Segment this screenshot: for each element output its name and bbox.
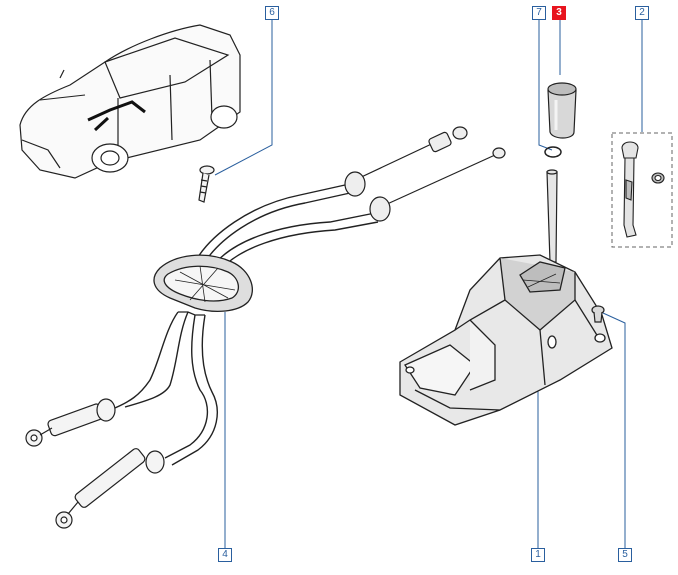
cable-end-fittings <box>344 126 506 222</box>
callout-4[interactable]: 4 <box>218 548 232 562</box>
o-ring <box>544 146 562 158</box>
callout-1[interactable]: 1 <box>531 548 545 562</box>
callout-2[interactable]: 2 <box>635 6 649 20</box>
callout-5[interactable]: 5 <box>618 548 632 562</box>
car-locator-icon <box>19 24 241 179</box>
bolt <box>198 165 215 203</box>
leader-lines <box>214 19 643 548</box>
cable-end-rods <box>25 398 165 529</box>
callout-7[interactable]: 7 <box>532 6 546 20</box>
callout-6[interactable]: 6 <box>265 6 279 20</box>
housing-bolt <box>591 305 605 323</box>
callout-3[interactable]: 3 <box>552 6 566 20</box>
detail-inset <box>611 132 673 248</box>
shift-cables <box>109 139 496 466</box>
cable-support-bracket <box>153 254 253 316</box>
gear-shift-housing <box>399 254 613 426</box>
shift-knob <box>547 82 577 139</box>
